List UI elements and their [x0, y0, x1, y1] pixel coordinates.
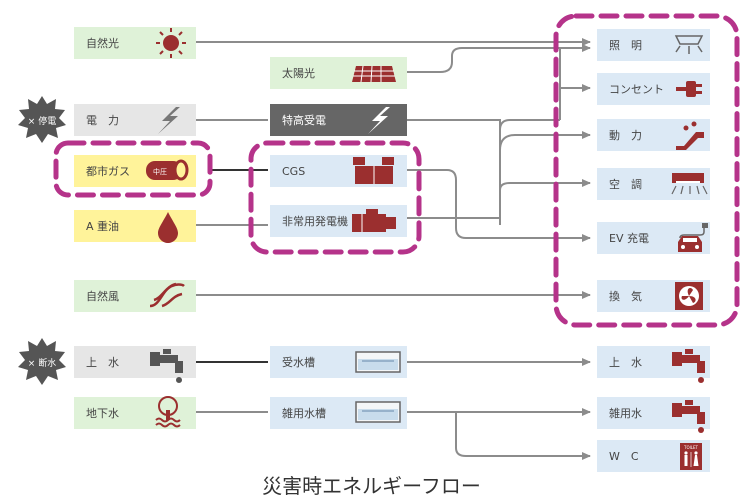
output-label: 照 明: [609, 39, 642, 52]
output-label: EV 充電: [609, 231, 649, 245]
flow-line-to-hvac: [499, 179, 591, 191]
gas-pipe-icon-text: 中圧: [153, 167, 167, 176]
output-label: 空 調: [609, 177, 642, 191]
toilet-sign-icon: TOILET: [680, 443, 702, 470]
source-natural-light: 自然光: [74, 27, 196, 59]
output-label: 換 気: [609, 289, 642, 303]
source-power: 電 力: [74, 104, 196, 136]
gas-pipe-icon: 中圧: [146, 159, 189, 181]
source-city-gas: 都市ガス 中圧: [74, 155, 196, 187]
air-conditioner-icon: [671, 173, 708, 195]
output-label: 上 水: [609, 356, 642, 369]
source-label: 太陽光: [282, 66, 315, 80]
source-receiving-tank: 受水槽: [270, 346, 407, 378]
flow-line-to-wc: [455, 412, 591, 460]
output-label: コンセント: [609, 83, 664, 96]
source-natural-wind: 自然風: [74, 280, 196, 312]
source-solar: 太陽光: [270, 57, 407, 89]
water-tank-icon: [355, 351, 401, 373]
output-lighting: 照 明: [597, 29, 710, 61]
diagram-caption: 災害時エネルギーフロー: [262, 474, 481, 498]
flow-line-to-power: [499, 131, 591, 151]
ceiling-light-icon: [674, 35, 704, 54]
sun-icon: [156, 28, 186, 58]
oil-drop-icon: [158, 212, 178, 243]
output-ev-charge: EV 充電: [597, 222, 710, 254]
ventilation-fan-icon: [675, 282, 703, 310]
source-label: 電 力: [86, 114, 119, 127]
flow-line-solar: [407, 44, 591, 73]
source-label: 受水槽: [282, 356, 315, 369]
faucet-icon: [672, 400, 705, 433]
flow-lines: [195, 38, 591, 460]
source-label: 自然風: [86, 289, 119, 303]
source-cgs: CGS: [270, 155, 407, 187]
output-wc: W C TOILET: [597, 440, 710, 472]
source-label: 非常用発電機: [282, 214, 348, 228]
source-label: 特高受電: [282, 113, 326, 127]
source-label: 雑用水槽: [282, 406, 326, 420]
source-high-voltage: 特高受電: [270, 104, 407, 136]
highlight-city-gas: [53, 140, 213, 198]
water-tank-icon: [355, 401, 401, 423]
source-label: 上 水: [86, 356, 119, 369]
source-emergency-generator: 非常用発電機: [270, 205, 407, 237]
water-outage-badge: × 断水: [18, 338, 66, 385]
ev-car-icon: [678, 223, 708, 252]
highlight-outputs: [553, 13, 740, 328]
cgs-unit-icon: [353, 157, 394, 184]
source-label: 都市ガス: [86, 164, 130, 178]
output-misc-water: 雑用水: [597, 397, 710, 433]
flow-line-cgs: [407, 169, 591, 242]
ground-water-icon: [155, 396, 181, 428]
generator-icon: [352, 209, 396, 232]
output-box: [597, 29, 710, 61]
output-label: 雑用水: [609, 406, 642, 420]
source-misc-water-tank: 雑用水槽: [270, 397, 407, 429]
output-power: 動 力: [597, 119, 710, 151]
source-ground-water: 地下水: [74, 396, 196, 429]
source-label: 地下水: [86, 407, 119, 420]
lightning-icon: [158, 107, 180, 134]
output-label: W C: [609, 450, 639, 463]
highlight-generation: [248, 140, 422, 255]
source-tap-water: 上 水: [74, 346, 196, 383]
lightning-icon: [368, 107, 390, 134]
output-box: [597, 119, 710, 151]
power-outage-badge: × 停電: [18, 96, 66, 143]
source-label: CGS: [282, 165, 305, 178]
water-outage-text: × 断水: [28, 357, 56, 369]
output-label: 動 力: [609, 128, 642, 142]
output-ventilation: 換 気: [597, 280, 710, 312]
wind-icon: [149, 282, 185, 308]
source-label: A 重油: [86, 219, 119, 233]
output-outlet: コンセント: [597, 73, 710, 105]
plug-icon: [676, 81, 702, 97]
solar-panel-icon: [352, 65, 396, 83]
power-outage-text: × 停電: [28, 115, 56, 127]
flow-line-hv-join: [499, 119, 560, 131]
faucet-icon: [672, 349, 705, 383]
faucet-icon: [150, 349, 183, 383]
source-heavy-oil: A 重油: [74, 210, 196, 243]
output-hvac: 空 調: [597, 168, 710, 200]
toilet-sign-text: TOILET: [683, 445, 699, 450]
source-label: 自然光: [86, 36, 119, 50]
output-tap-water: 上 水: [597, 346, 710, 383]
escalator-icon: [676, 121, 704, 150]
